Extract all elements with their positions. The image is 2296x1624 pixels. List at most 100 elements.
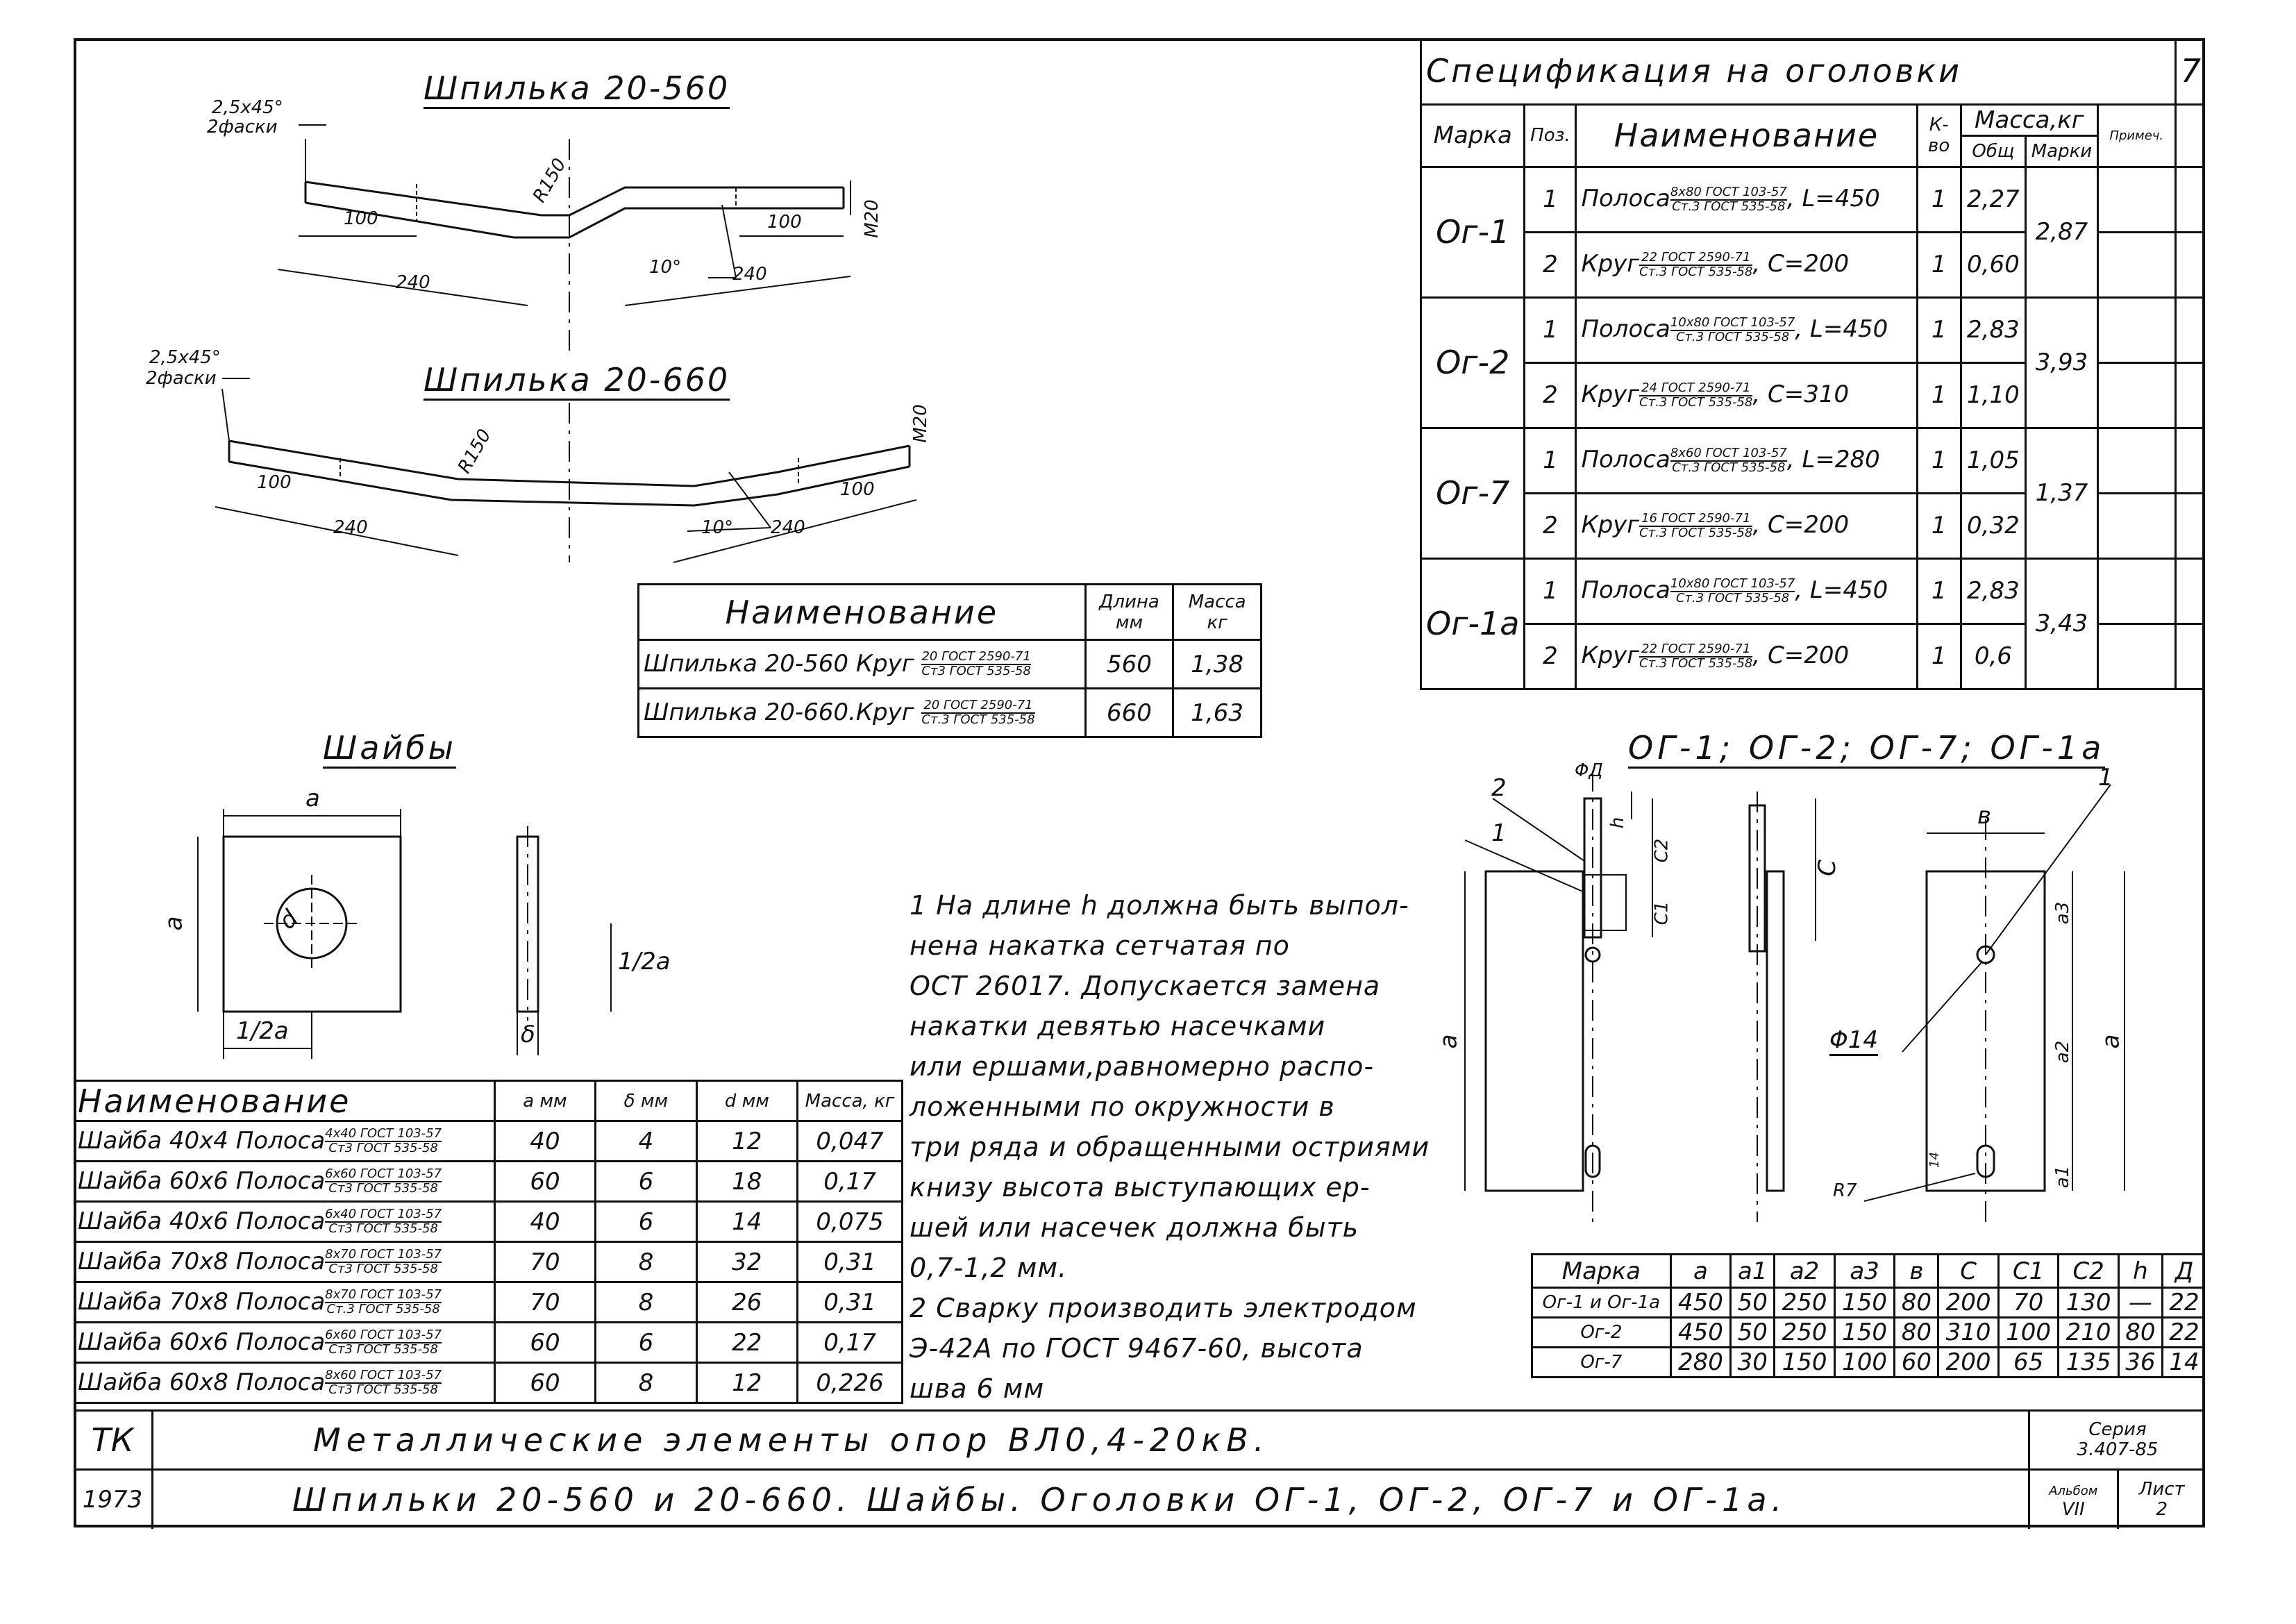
headpiece-phi14: Φ14 (1829, 1026, 1879, 1056)
spec-mark: Ог-7 (1419, 426, 1526, 560)
spec-top: 16 ГОСТ 2590-71 (1639, 512, 1753, 527)
spec-top: 6х60 ГОСТ 103-57 (325, 1166, 442, 1183)
note-line: 0,7-1,2 мм. (910, 1253, 1068, 1283)
spec-mass: 0,32 (1959, 492, 2027, 560)
washer-delta: 8 (594, 1362, 698, 1404)
washer-mass: 0,31 (796, 1241, 903, 1283)
dims-cell: 14 (2161, 1346, 2205, 1378)
spec-header-qty: К-во (1916, 103, 1962, 168)
spec-mass: 2,83 (1959, 557, 2027, 625)
stud-660-len-240a: 240 (333, 517, 368, 538)
spec-top: 4х40 ГОСТ 103-57 (325, 1126, 442, 1143)
spec-note (2096, 296, 2177, 364)
dims-cell: 450 (1669, 1287, 1732, 1319)
stud-table-header-mass: Масса кг (1172, 583, 1262, 641)
dims-cell: 100 (1833, 1346, 1896, 1378)
spec-header-mass: Масса,кг (1959, 103, 2099, 137)
spec-header-mass-mark: Марки (2024, 134, 2099, 168)
washer-d: 12 (695, 1362, 799, 1404)
washer-mass: 0,17 (796, 1160, 903, 1203)
spec-param: , L=450 (1795, 315, 1888, 344)
dims-header: a2 (1773, 1253, 1836, 1289)
washer-name: Шайба 70х8 Полоса (78, 1247, 326, 1275)
spec-bottom: Ст3 ГОСТ 535-58 (328, 1141, 438, 1156)
title-block-album-label: Альбом (2049, 1484, 2098, 1499)
headpiece-title: ОГ-1; ОГ-2; ОГ-7; ОГ-1а (1628, 729, 2106, 769)
title-block: ТК Металлические элементы опор ВЛ0,4-20к… (74, 1409, 2205, 1529)
title-block-line2: Шпильки 20-560 и 20-660. Шайбы. Оголовки… (151, 1468, 2030, 1529)
dims-header: Д (2161, 1253, 2205, 1289)
spec-header-note: Примеч. (2096, 103, 2177, 168)
notes: 1 На длине h должна быть выпол-нена нака… (910, 885, 1430, 1409)
stud-row-length: 560 (1084, 639, 1175, 689)
washer-d: 22 (695, 1321, 799, 1364)
stud-row-spec-top: 20 ГОСТ 2590-71 (921, 699, 1035, 714)
dims-cell: — (2117, 1287, 2163, 1319)
spec-empty (2174, 622, 2205, 690)
dims-cell: 50 (1729, 1316, 1776, 1348)
stud-560-len-240a: 240 (396, 272, 430, 293)
spec-param: , C=200 (1752, 642, 1850, 670)
spec-material: Полоса (1581, 446, 1670, 474)
stud-row-spec-bottom: Ст.3 ГОСТ 535-58 (921, 712, 1035, 728)
washer-name: Шайба 40х4 Полоса (78, 1126, 326, 1155)
headpiece-a: a (1434, 1034, 1463, 1049)
spec-top: 6х60 ГОСТ 103-57 (325, 1328, 442, 1344)
stud-560-chamfer-note: 2фаски (207, 117, 278, 137)
stud-660-chamfer: 2,5х45° (149, 347, 221, 368)
spec-pos: 2 (1523, 231, 1577, 299)
dims-cell: 60 (1893, 1346, 1940, 1378)
dims-cell: 80 (1893, 1316, 1940, 1348)
stud-660-len-100a: 100 (257, 472, 292, 493)
stud-660-chamfer-note: 2фаски (146, 368, 217, 389)
washer-d: 14 (695, 1200, 799, 1243)
washer-mass: 0,047 (796, 1120, 903, 1162)
title-block-sheet: 2 (2156, 1498, 2168, 1520)
spec-bottom: Ст.3 ГОСТ 535-58 (1672, 460, 1786, 475)
washer-header-d: d мм (695, 1080, 799, 1122)
headpiece-a1: a1 (2052, 1165, 2074, 1189)
spec-note (2096, 622, 2177, 690)
headpiece-label-1: 1 (1491, 819, 1507, 847)
dims-cell: 135 (2057, 1346, 2120, 1378)
washer-a: 60 (493, 1362, 597, 1404)
stud-table-header-name: Наименование (637, 583, 1087, 641)
stud-row-mass: 1,63 (1172, 687, 1262, 738)
spec-qty: 1 (1916, 557, 1962, 625)
dims-cell: 100 (1997, 1316, 2060, 1348)
dims-cell: 250 (1773, 1287, 1836, 1319)
title-block-album: VII (2061, 1498, 2085, 1520)
washer-dim-a: a (305, 785, 320, 812)
spec-top: 6х40 ГОСТ 103-57 (325, 1207, 442, 1223)
spec-note (2096, 557, 2177, 625)
stud-560-chamfer: 2,5х45° (212, 97, 283, 118)
spec-top: 8х80 ГОСТ 103-57 (1670, 184, 1787, 201)
spec-note (2096, 426, 2177, 494)
dims-cell: 150 (1833, 1316, 1896, 1348)
dims-header: a (1669, 1253, 1732, 1289)
washer-a: 60 (493, 1321, 597, 1364)
dims-cell: 250 (1773, 1316, 1836, 1348)
note-line: ОСТ 26017. Допускается замена (910, 971, 1381, 1001)
title-block-sheet-label: Лист (2138, 1479, 2185, 1500)
dims-cell: 65 (1997, 1346, 2060, 1378)
spec-material: Полоса (1581, 185, 1670, 213)
spec-top: 22 ГОСТ 2590-71 (1639, 642, 1753, 658)
spec-mark-mass: 2,87 (2024, 165, 2099, 299)
washer-header-mass: Масса, кг (796, 1080, 903, 1122)
dims-cell: 450 (1669, 1316, 1732, 1348)
